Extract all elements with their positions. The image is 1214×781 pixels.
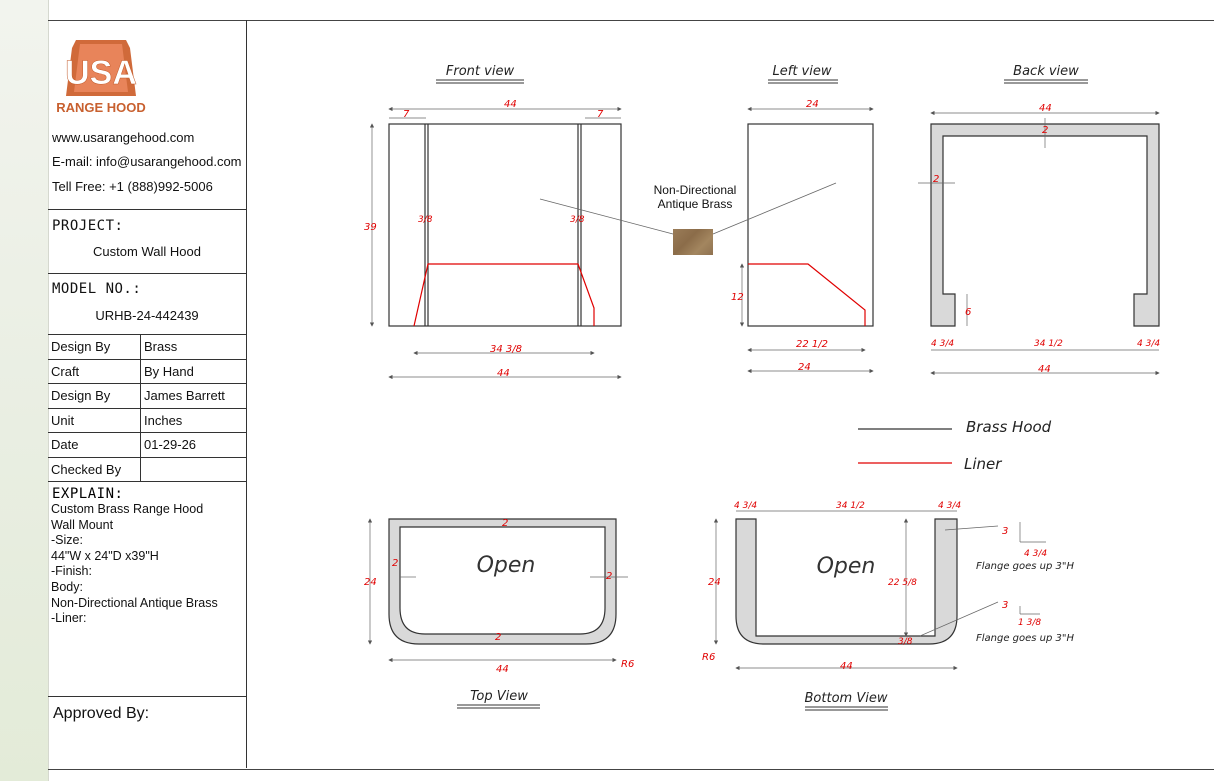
open-label: Open	[477, 553, 536, 578]
dim-label: 3	[1002, 526, 1008, 537]
dim-label: 3/8	[570, 215, 585, 225]
svg-text:USA: USA	[65, 54, 137, 92]
dim-label: 24	[364, 577, 377, 588]
model-section: MODEL NO.: URHB-24-442439	[48, 273, 246, 335]
dim-label: 6	[965, 307, 971, 318]
drawing-sheet	[48, 20, 1214, 770]
dim-label: 34 1/2	[836, 501, 865, 511]
dim-label: 24	[798, 362, 811, 373]
dim-label: 4 3/4	[931, 339, 954, 349]
project-value: Custom Wall Hood	[93, 244, 201, 259]
dim-label: R6	[621, 659, 634, 670]
dim-label: 44	[496, 664, 509, 675]
dim-label: 24	[708, 577, 721, 588]
dim-label: 34 1/2	[1034, 339, 1063, 349]
model-value: URHB-24-442439	[95, 308, 199, 323]
dim-label: 2	[392, 558, 398, 569]
dim-label: 4 3/4	[1137, 339, 1160, 349]
finish-note: Non-Directional Antique Brass	[653, 183, 737, 211]
dim-label: 2	[495, 632, 501, 643]
left-view	[712, 123, 874, 327]
antique-brass-swatch	[673, 229, 713, 255]
dim-label: 2	[933, 174, 939, 185]
dim-label: 44	[1039, 103, 1052, 114]
approved-by-label: Approved By:	[53, 705, 150, 722]
website-text: www.usarangehood.com	[52, 130, 195, 145]
usa-range-hood-logo: USA RANGE HOOD	[56, 40, 146, 115]
table-row: Checked By	[48, 457, 246, 482]
legend: Brass Hood Liner	[858, 418, 1052, 473]
back-view-title: Back view	[1013, 64, 1079, 79]
project-section: PROJECT: Custom Wall Hood	[48, 209, 246, 274]
bottom-view-title: Bottom View	[805, 691, 888, 706]
dim-label: 44	[504, 99, 517, 110]
model-heading: MODEL NO.:	[52, 281, 142, 297]
bottom-view: Open	[735, 518, 958, 645]
legend-hood-label: Brass Hood	[966, 418, 1052, 436]
explain-heading: EXPLAIN:	[52, 486, 124, 502]
back-view	[930, 123, 1160, 327]
top-view: Open	[388, 518, 617, 645]
dim-label: 3/8	[418, 215, 433, 225]
dim-label: 2	[606, 571, 612, 582]
top-view-title: Top View	[470, 689, 528, 704]
dim-label: 7	[597, 109, 604, 120]
dim-label: 12	[731, 292, 744, 303]
dim-label: 22 5/8	[888, 578, 917, 588]
title-block: USA RANGE HOOD www.usarangehood.com E-ma…	[48, 20, 247, 768]
dim-label: 44	[1038, 364, 1051, 375]
dim-label: 3	[1002, 600, 1008, 611]
dim-label: 4 3/4	[938, 501, 961, 511]
open-label: Open	[817, 554, 876, 579]
flange-note: Flange goes up 3"H	[976, 633, 1075, 644]
legend-liner-label: Liner	[964, 455, 1002, 473]
dim-label: 34 3/8	[490, 344, 522, 355]
dim-label: 2	[502, 518, 508, 529]
dim-label: 44	[840, 661, 853, 672]
project-heading: PROJECT:	[52, 218, 124, 234]
dim-label: 7	[403, 109, 410, 120]
left-view-title: Left view	[773, 64, 832, 79]
svg-text:RANGE HOOD: RANGE HOOD	[56, 100, 146, 115]
dim-label: 39	[364, 222, 377, 233]
dim-label: 2	[1042, 125, 1048, 136]
explain-text: Custom Brass Range Hood Wall Mount -Size…	[51, 502, 218, 626]
dim-label: 4 3/4	[734, 501, 757, 511]
dim-label: 1 3/8	[1018, 618, 1041, 628]
phone-text: Tell Free: +1 (888)992-5006	[52, 179, 213, 194]
flange-note: Flange goes up 3"H	[976, 561, 1075, 572]
dim-label: R6	[702, 652, 715, 663]
email-text: E-mail: info@usarangehood.com	[52, 154, 242, 169]
dim-label: 3/8	[898, 637, 913, 647]
front-view-title: Front view	[446, 64, 515, 79]
approved-section: Approved By:	[48, 696, 246, 769]
dim-label: 24	[806, 99, 819, 110]
dim-label: 22 1/2	[796, 339, 828, 350]
front-view	[388, 123, 674, 327]
dim-label: 4 3/4	[1024, 549, 1047, 559]
dim-label: 44	[497, 368, 510, 379]
